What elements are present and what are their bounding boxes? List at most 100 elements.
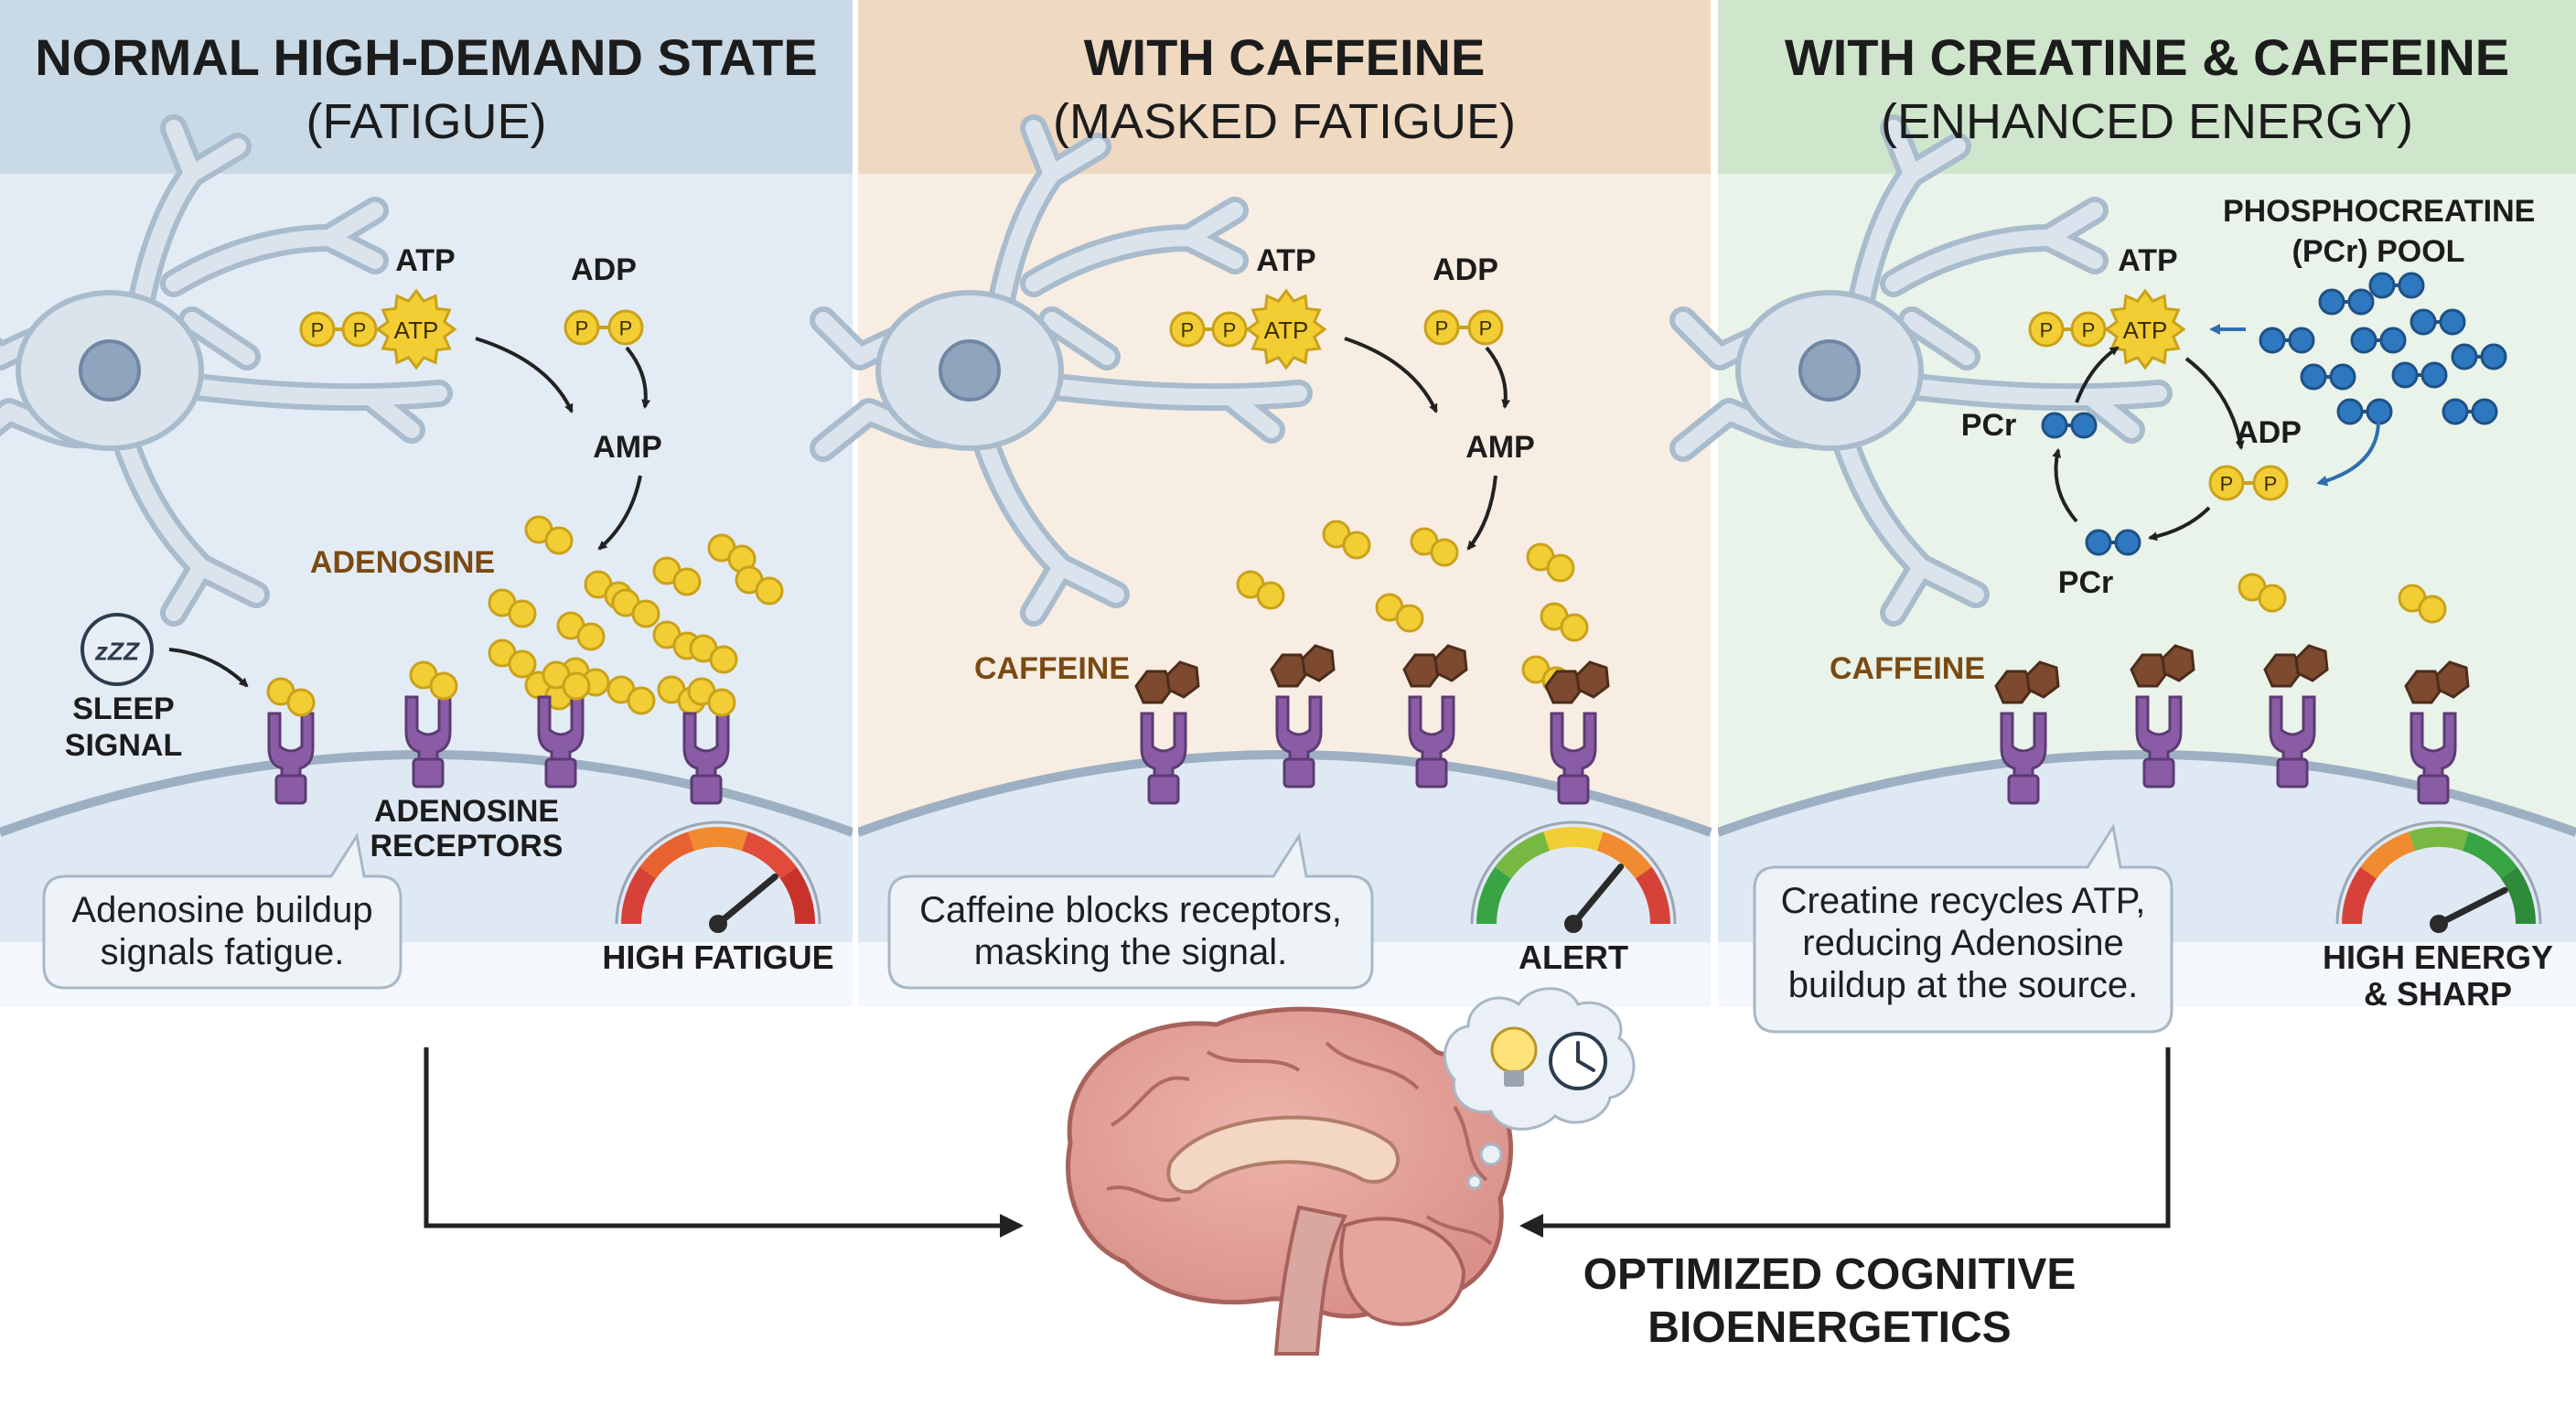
panel-2-header [858, 0, 1711, 174]
receptors-label: ADENOSINE [373, 794, 560, 829]
p2-adp-p2 [1467, 309, 1504, 346]
p2-adp-p1-text: P [1435, 317, 1449, 340]
p1-adp-p2-text: P [619, 317, 633, 340]
lightbulb-base [1504, 1070, 1524, 1087]
p1-adp-p1 [564, 309, 600, 346]
gauge-icon-seg [1635, 866, 1670, 925]
gauge-icon-rim [2335, 820, 2542, 925]
brain-cerebellum [1339, 1217, 1466, 1326]
caption-text: masking the signal. [973, 932, 1288, 972]
caption-bubble [42, 831, 402, 990]
gauge-icon [615, 820, 821, 933]
thought-dot [1466, 1174, 1483, 1190]
p3-adp-p1-text: P [2220, 473, 2234, 496]
gauge-label: HIGH FATIGUE [602, 938, 834, 976]
p3-atp-p2-text: P [2082, 319, 2096, 342]
p3-adp-p2-text: P [2264, 473, 2278, 496]
p2-atp-star-text: ATP [1264, 316, 1309, 344]
adp-label: ADP [571, 252, 637, 287]
clock-hands [1576, 1041, 1595, 1072]
caffeine-label: CAFFEINE [1830, 651, 1985, 686]
adp-label: ADP [1433, 252, 1498, 287]
cycle-arrow-4 [2052, 448, 2078, 523]
brain-stem [1273, 1205, 1347, 1356]
gauge-icon-hub [2430, 915, 2448, 933]
p3-adp-p1 [2208, 465, 2245, 501]
pcr-label: PCr [2057, 565, 2114, 600]
gauge-icon-seg [639, 831, 695, 879]
amp-label: AMP [593, 430, 662, 465]
amp-label: AMP [1465, 430, 1535, 465]
adp-label: ADP [2236, 415, 2302, 450]
gauge-icon-seg [688, 827, 748, 852]
gauge-icon-seg [2462, 831, 2517, 879]
gauge-icon-needle [2435, 886, 2508, 928]
footer-title: OPTIMIZED COGNITIVE [1583, 1250, 2077, 1299]
caption-text: Caffeine blocks receptors, [919, 890, 1342, 930]
sleep-icon-text: zZZ [94, 638, 140, 666]
sleep-arrow [168, 648, 249, 688]
panel-1-title: NORMAL HIGH-DEMAND STATE [35, 28, 818, 86]
brain-icon [1066, 987, 1636, 1356]
gauge-label: & SHARP [2363, 975, 2513, 1013]
brain-folds [1106, 1041, 1493, 1246]
p1-atp-p1-text: P [311, 319, 325, 342]
pcr-pool-label: (PCr) POOL [2292, 234, 2465, 269]
p1-adp-p1-text: P [575, 317, 589, 340]
separator-2 [1712, 0, 1718, 1015]
p3-atp-star [2104, 288, 2186, 370]
caption-text: Creatine recycles ATP, [1780, 881, 2146, 921]
gauge-icon-needle [1570, 863, 1625, 928]
gauge-icon-seg [779, 866, 815, 925]
p1-amp-arrow [597, 475, 642, 551]
p1-adp-p2 [607, 309, 644, 346]
panel-1-subtitle: (FATIGUE) [306, 94, 547, 149]
gauge-icon-seg [2342, 866, 2377, 925]
p2-atp-arrow [1344, 337, 1438, 413]
p2-atp-p1-text: P [1181, 319, 1195, 342]
sleep-signal-label: SIGNAL [64, 728, 183, 763]
receptors-label: RECEPTORS [370, 829, 564, 863]
caption-text: reducing Adenosine [1802, 923, 2124, 963]
p2-atp-star [1245, 288, 1327, 370]
p2-adp-p1 [1423, 309, 1460, 346]
gauge-icon-needle [714, 873, 778, 928]
panel-3-header [1718, 0, 2576, 174]
p1-atp-star-text: ATP [394, 316, 439, 344]
panel-3-title: WITH CREATINE & CAFFEINE [1784, 28, 2510, 86]
gauge-icon-seg [1495, 831, 1551, 879]
atp-label: ATP [1256, 243, 1316, 278]
pcr-pool-arrow-2 [2316, 420, 2380, 487]
caffeine-label: CAFFEINE [974, 651, 1130, 686]
gauge-icon-seg [2409, 827, 2469, 852]
gauge-icon-seg [1543, 827, 1604, 852]
gauge-icon-seg [741, 831, 797, 879]
p3-atp-p1 [2028, 311, 2065, 348]
cycle-arrow-1 [2075, 346, 2120, 403]
gauge-icon-seg [621, 866, 657, 925]
thought-dot [1479, 1142, 1503, 1166]
footer-title: BIOENERGETICS [1648, 1303, 2012, 1352]
p2-atp-p2-text: P [1223, 319, 1237, 342]
panel-2-title: WITH CAFFEINE [1083, 28, 1486, 86]
pcr-pool-label: PHOSPHOCREATINE [2223, 194, 2536, 229]
p2-adp-arrow [1485, 346, 1511, 409]
p2-adp-p2-text: P [1479, 317, 1493, 340]
gauge-icon-hub [1564, 915, 1583, 933]
flow-arrow-left [424, 1047, 1024, 1238]
p1-atp-arrow [475, 337, 574, 413]
cycle-arrow-2 [2184, 357, 2245, 450]
cycle-arrow-3 [2148, 506, 2211, 542]
p2-amp-arrow [1466, 475, 1497, 551]
flow-arrow-right [1519, 1047, 2171, 1238]
sleep-icon [80, 613, 154, 686]
p3-atp-star-text: ATP [2123, 316, 2168, 344]
atp-label: ATP [395, 243, 456, 278]
panel-1-header [0, 0, 853, 174]
gauge-label: ALERT [1519, 938, 1628, 976]
p1-atp-p1 [299, 311, 336, 348]
caption-bubble [1753, 822, 2174, 1034]
gauge-icon-rim [615, 820, 821, 925]
caption-text: signals fatigue. [100, 932, 345, 972]
separator-1 [853, 0, 858, 1015]
